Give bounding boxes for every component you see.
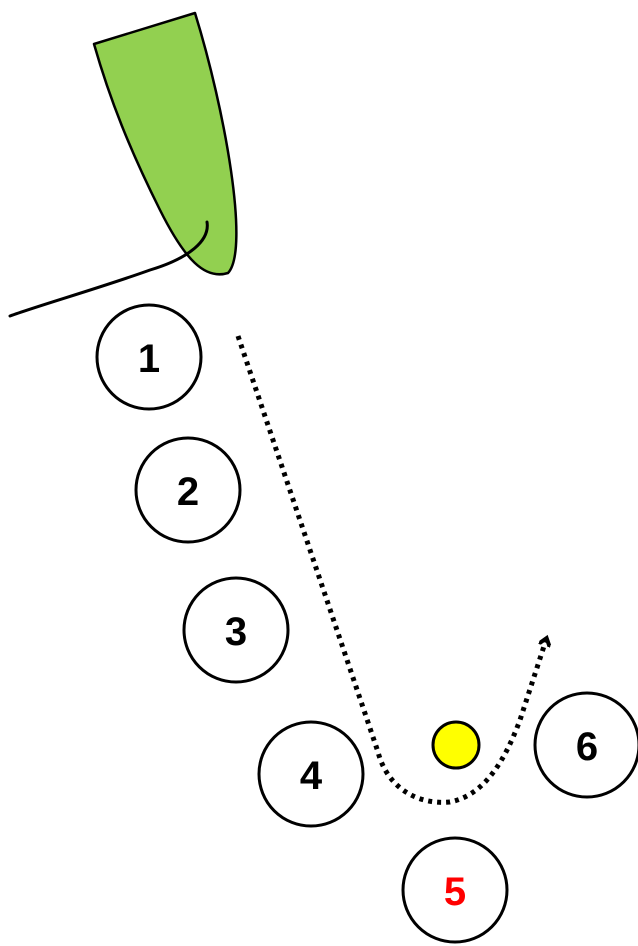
player-circle bbox=[134, 436, 242, 544]
green-leaf-shape bbox=[92, 11, 238, 276]
player-label: 1 bbox=[138, 337, 160, 381]
player-circle bbox=[401, 836, 509, 944]
player-circle bbox=[257, 720, 365, 828]
player-label: 4 bbox=[300, 754, 323, 798]
player-label: 6 bbox=[576, 725, 598, 769]
player-circle bbox=[182, 576, 290, 684]
player-label: 3 bbox=[225, 610, 247, 654]
player-circle bbox=[533, 691, 638, 799]
boundary-curve bbox=[8, 220, 209, 318]
player-4: 4 bbox=[257, 720, 365, 828]
player-6: 6 bbox=[533, 691, 638, 799]
player-1: 1 bbox=[95, 303, 203, 411]
player-5: 5 bbox=[401, 836, 509, 944]
player-label-highlighted: 5 bbox=[444, 870, 466, 914]
dotted-movement-path bbox=[235, 335, 546, 805]
player-3: 3 bbox=[182, 576, 290, 684]
player-2: 2 bbox=[134, 436, 242, 544]
ball-icon bbox=[431, 720, 481, 770]
player-circle bbox=[95, 303, 203, 411]
player-label: 2 bbox=[177, 470, 199, 514]
